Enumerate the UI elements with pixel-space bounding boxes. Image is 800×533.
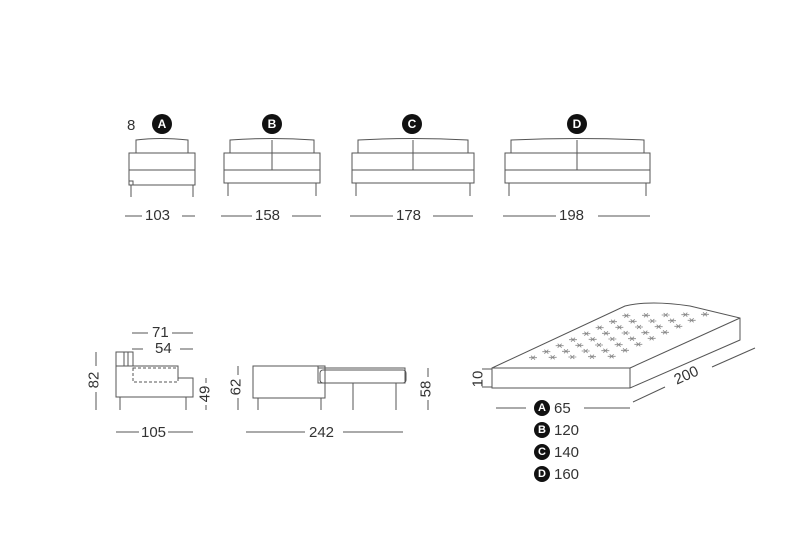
tuft-mark: [581, 348, 590, 354]
mattress-width-c: C 140: [534, 442, 579, 462]
tuft-mark: [621, 348, 629, 353]
width-label-c: 178: [396, 207, 422, 224]
tuft-mark: [601, 348, 610, 353]
tuft-mark: [701, 312, 709, 317]
sofa-front-a: [128, 138, 196, 197]
tuft-mark: [582, 331, 591, 336]
tuft-mark: [555, 343, 564, 348]
sofa-bed-open-view: [252, 365, 407, 410]
legend-badge-b: B: [534, 422, 550, 438]
mattress-width-b: B 120: [534, 420, 579, 440]
badge-b: B: [262, 114, 282, 134]
tuft-mark: [628, 319, 637, 324]
bed-length-label: 242: [309, 424, 335, 441]
tuft-mark: [641, 330, 650, 335]
mattress-width-d: D 160: [534, 464, 579, 484]
tuft-mark: [648, 318, 657, 324]
legend-value-d: 160: [554, 465, 580, 483]
tuft-mark: [575, 343, 584, 348]
tuft-mark: [622, 313, 631, 318]
sofa-side-view: [115, 351, 194, 410]
arm-width-label: 8: [127, 117, 136, 134]
sofa-front-c: [351, 138, 475, 196]
badge-d: D: [567, 114, 587, 134]
tuft-mark: [548, 355, 557, 360]
tuft-mark: [634, 342, 643, 347]
tuft-mark: [588, 337, 597, 342]
tuft-mark: [609, 319, 617, 324]
legend-badge-c: C: [534, 444, 550, 460]
tuft-mark: [628, 336, 636, 341]
tuft-mark: [614, 342, 623, 347]
badge-a: A: [152, 114, 172, 134]
depth-inner-label: 54: [155, 340, 172, 357]
height-label: 82: [85, 371, 103, 389]
tuft-mark: [542, 349, 551, 354]
bed-mattress-height-label: 58: [417, 380, 435, 398]
tuft-mark: [668, 318, 676, 323]
tuft-mark: [681, 312, 690, 317]
legend-value-c: 140: [554, 443, 580, 461]
tuft-mark: [569, 337, 577, 342]
width-label-a: 103: [145, 207, 171, 224]
badge-c: C: [402, 114, 422, 134]
mattress-drawing: [491, 302, 741, 389]
bed-height-label: 62: [227, 378, 245, 396]
tuft-mark: [568, 354, 577, 360]
tuft-mark: [615, 325, 624, 330]
tuft-mark: [595, 325, 604, 330]
tuft-mark: [562, 349, 570, 354]
mattress-width-a: A 65: [534, 398, 571, 418]
tuft-mark: [529, 355, 537, 360]
sofa-front-d: [504, 138, 651, 196]
width-label-b: 158: [255, 207, 281, 224]
legend-value-b: 120: [554, 421, 580, 439]
tuft-mark: [654, 324, 663, 329]
mattress-thickness-label: 10: [469, 370, 487, 388]
legend-badge-d: D: [534, 466, 550, 482]
tuft-mark: [687, 318, 696, 323]
tuft-mark: [588, 354, 596, 359]
mattress-tufting: [529, 312, 709, 360]
tuft-mark: [595, 342, 603, 348]
tuft-mark: [674, 324, 683, 329]
legend-badge-a: A: [534, 400, 550, 416]
tuft-mark: [607, 354, 616, 359]
tuft-mark: [635, 324, 643, 330]
sofa-front-b: [223, 138, 321, 196]
legend-value-a: 65: [554, 399, 571, 417]
tuft-mark: [661, 312, 670, 318]
tuft-mark: [661, 330, 669, 335]
depth-outer-label: 71: [152, 324, 169, 341]
tuft-mark: [608, 336, 617, 342]
tuft-mark: [602, 331, 610, 336]
seat-height-label: 49: [196, 385, 214, 403]
tuft-mark: [642, 313, 650, 318]
depth-total-label: 105: [141, 424, 167, 441]
tuft-mark: [621, 330, 630, 336]
tuft-mark: [647, 336, 656, 341]
width-label-d: 198: [559, 207, 585, 224]
